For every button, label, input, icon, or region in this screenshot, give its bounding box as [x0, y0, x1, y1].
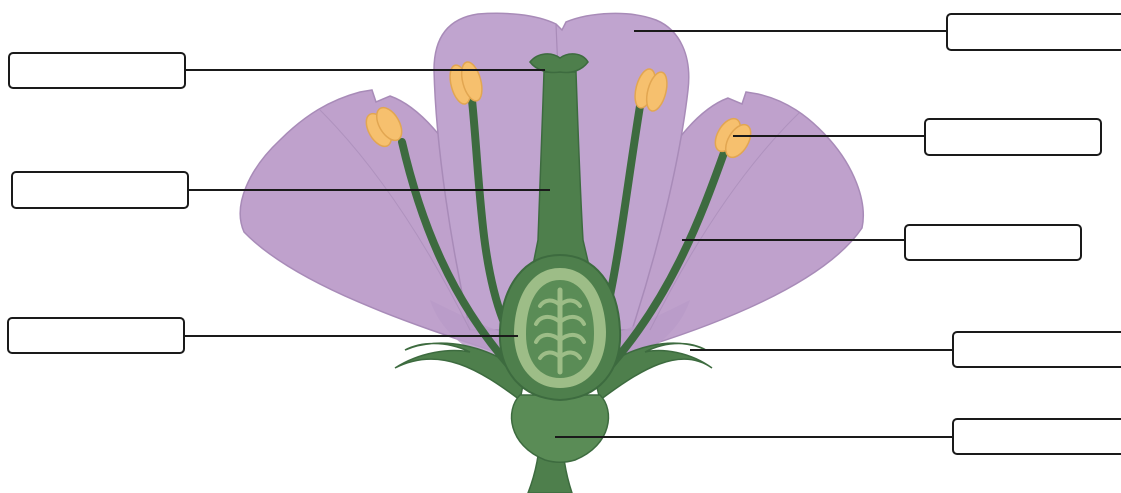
label-box-petal[interactable]: [947, 14, 1121, 50]
label-box-anther[interactable]: [925, 119, 1101, 155]
label-box-stigma[interactable]: [9, 53, 185, 88]
ovary: [500, 255, 620, 400]
label-box-filament[interactable]: [905, 225, 1081, 260]
stem-receptacle: [512, 395, 609, 493]
receptacle: [512, 395, 609, 462]
label-box-style[interactable]: [12, 172, 188, 208]
label-box-receptacle[interactable]: [953, 419, 1121, 454]
label-box-sepal[interactable]: [953, 332, 1121, 367]
label-box-ovary[interactable]: [8, 318, 184, 353]
